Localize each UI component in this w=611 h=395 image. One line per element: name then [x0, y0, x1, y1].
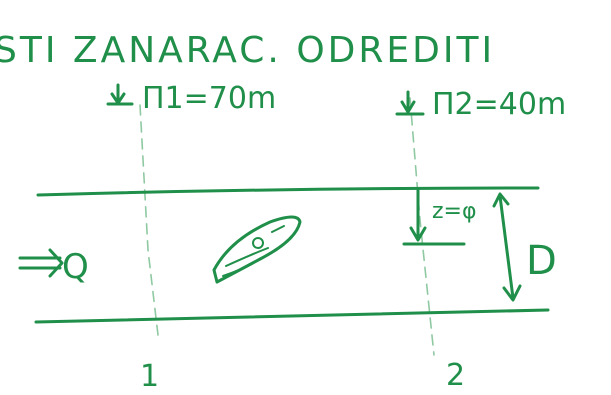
- section-1-line: [139, 104, 159, 336]
- section-2-line: [409, 97, 435, 356]
- pipe-bottom-wall: [34, 308, 550, 324]
- flow-arrow: [18, 248, 64, 278]
- section-1-label: Π1=70m: [142, 81, 276, 116]
- section-1-number: 1: [140, 359, 159, 394]
- diameter-label: D: [526, 238, 557, 284]
- datum-marker: [402, 188, 466, 246]
- section-2-number: 2: [446, 358, 465, 393]
- pipe-flow-sketch: [212, 215, 302, 284]
- elevation-label: z=φ: [432, 199, 477, 224]
- section-1-marker: [106, 83, 134, 106]
- pipe-top-wall: [36, 186, 540, 197]
- section-2-marker: [395, 90, 425, 116]
- diameter-dimension: [492, 192, 522, 302]
- section-2-label: Π2=40m: [432, 87, 566, 122]
- header-text: STI ZANARAC. ODREDITI: [0, 30, 495, 71]
- flow-label: Q: [62, 247, 89, 287]
